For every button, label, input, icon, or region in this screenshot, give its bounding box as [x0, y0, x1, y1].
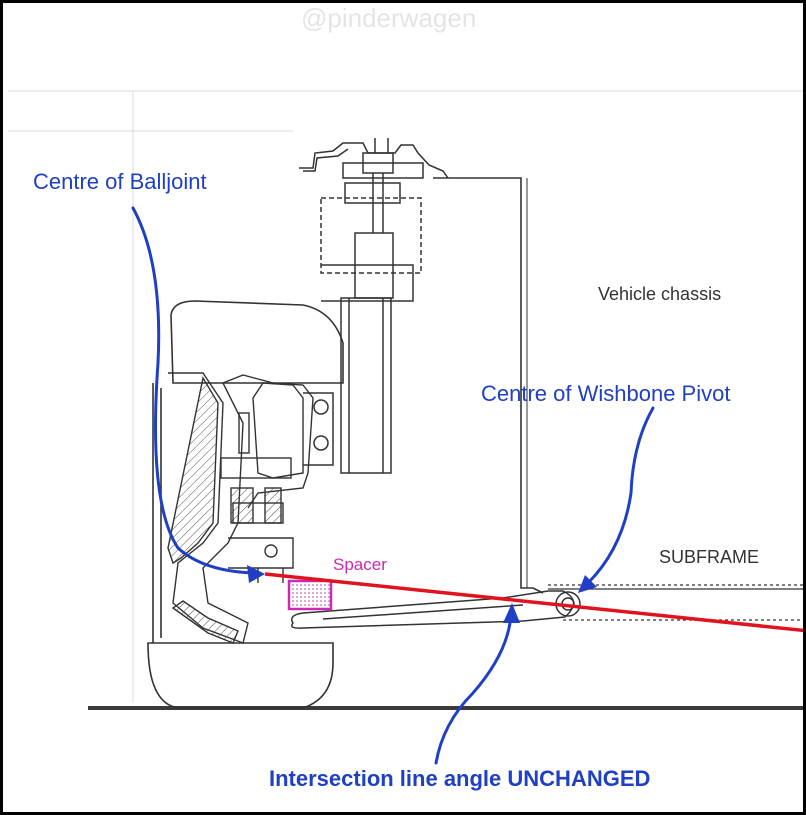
chassis-label: Vehicle chassis: [598, 284, 722, 304]
intersection-line: [264, 572, 803, 633]
watermark: @pinderwagen: [301, 3, 477, 33]
balljoint-arrow: [131, 206, 255, 575]
spacer-label: Spacer: [333, 555, 387, 574]
strut-top-mount: [299, 138, 449, 179]
vehicle-chassis-outline: [433, 177, 544, 594]
wheel-hub: [167, 372, 314, 644]
background-frame-lines: [8, 90, 803, 703]
intersection-arrowhead: [503, 603, 520, 623]
subframe-label: SUBFRAME: [659, 547, 760, 567]
annotation-arrows: [131, 206, 655, 765]
balljoint-label: Centre of Balljoint: [33, 169, 207, 194]
intersection-arrow: [434, 613, 513, 765]
spacer-block: [287, 579, 333, 611]
arrow-heads: [247, 565, 597, 623]
tyre: [147, 300, 344, 709]
intersection-label: Intersection line angle UNCHANGED: [269, 766, 651, 791]
balljoint-arrowhead: [247, 565, 265, 583]
wishbone-arm: [291, 590, 581, 629]
pivot-arrow: [586, 406, 655, 585]
strut-body: [303, 173, 422, 474]
suspension-diagram: [8, 90, 803, 765]
pivot-arrowhead: [578, 575, 597, 593]
pivot-label: Centre of Wishbone Pivot: [481, 381, 731, 406]
